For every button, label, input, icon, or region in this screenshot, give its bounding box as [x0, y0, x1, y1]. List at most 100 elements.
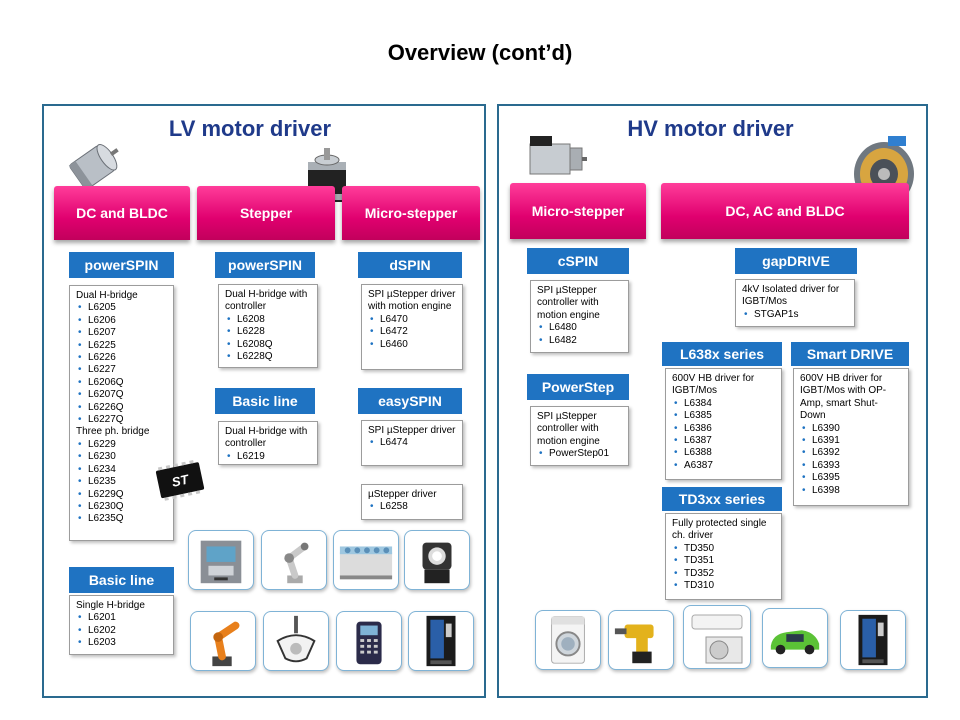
list-item: L6258 — [368, 501, 456, 514]
powerspin-dc-box: Dual H-bridge L6205 L6206 L6207 L6225 L6… — [69, 285, 174, 541]
easyspin-header: easySPIN — [358, 388, 462, 414]
power-drill-image — [608, 610, 674, 670]
list-item: TD351 — [672, 555, 775, 568]
washing-machine-image — [535, 610, 601, 670]
cspin-heading: SPI µStepper controller with motion engi… — [537, 285, 600, 321]
stage-light-image — [404, 530, 470, 590]
basic-line-stepper-box: Dual H-bridge with controller L6219 — [218, 421, 318, 465]
vending-machine-hv-image — [840, 610, 906, 670]
easyspin-heading: SPI µStepper driver — [368, 425, 456, 436]
cspin-box: SPI µStepper controller with motion engi… — [530, 280, 629, 353]
list-item: L6391 — [800, 435, 902, 448]
powerspin-stepper-list: L6208 L6228 L6208Q L6228Q — [225, 314, 311, 364]
tab-micro-stepper[interactable]: Micro-stepper — [342, 186, 480, 240]
dc-motor-image — [62, 138, 124, 196]
tab-hv-micro-stepper[interactable]: Micro-stepper — [510, 183, 646, 239]
st-chip-image: ST — [148, 458, 214, 502]
list-item: L6205 — [76, 302, 167, 315]
vending-machine-image — [408, 611, 474, 671]
list-item: L6201 — [76, 612, 167, 625]
l638x-heading: 600V HB driver for IGBT/Mos — [672, 373, 755, 397]
powerspin-dc-list: L6205 L6206 L6207 L6225 L6226 L6227 L620… — [76, 302, 167, 426]
payment-terminal-image — [336, 611, 402, 671]
tab-stepper[interactable]: Stepper — [197, 186, 335, 240]
td3xx-list: TD350 TD351 TD352 TD310 — [672, 543, 775, 593]
dspin-box: SPI µStepper driver with motion engine L… — [361, 284, 463, 370]
list-item: L6482 — [537, 335, 622, 348]
list-item: L6480 — [537, 322, 622, 335]
list-item: L6235Q — [76, 513, 167, 526]
dspin-header: dSPIN — [358, 252, 462, 278]
list-item: TD350 — [672, 543, 775, 556]
powerspin-dc-list-2: L6229 L6230 L6234 L6235 L6229Q L6230Q L6… — [76, 439, 167, 526]
list-item: L6230Q — [76, 501, 167, 514]
l638x-header: L638x series — [662, 342, 782, 366]
page-title: Overview (cont’d) — [387, 40, 573, 65]
list-item: L6393 — [800, 460, 902, 473]
list-item: L6207 — [76, 327, 167, 340]
basic-line-stepper-list: L6219 — [225, 451, 311, 464]
easyspin-list: L6474 — [368, 437, 456, 450]
tab-dc-and-bldc[interactable]: DC and BLDC — [54, 186, 190, 240]
list-item: L6202 — [76, 625, 167, 638]
td3xx-header: TD3xx series — [662, 487, 782, 511]
cspin-header: cSPIN — [527, 248, 629, 274]
basic-line-dc-box: Single H-bridge L6201 L6202 L6203 — [69, 595, 174, 655]
list-item: STGAP1s — [742, 309, 848, 322]
list-item: L6395 — [800, 472, 902, 485]
list-item: L6226Q — [76, 402, 167, 415]
powerspin-stepper-heading: Dual H-bridge with controller — [225, 289, 308, 313]
ustepper-list: L6258 — [368, 501, 456, 514]
list-item: L6398 — [800, 485, 902, 498]
list-item: L6474 — [368, 437, 456, 450]
dspin-list: L6470 L6472 L6460 — [368, 314, 456, 352]
list-item: L6206 — [76, 315, 167, 328]
servo-motor-image — [524, 126, 588, 182]
list-item: L6208Q — [225, 339, 311, 352]
hv-panel-title: HV motor driver — [627, 116, 794, 141]
list-item: L6226 — [76, 352, 167, 365]
powerspin-dc-heading-2: Three ph. bridge — [76, 426, 150, 438]
list-item: L6472 — [368, 326, 456, 339]
basic-line-dc-heading: Single H-bridge — [76, 600, 145, 611]
list-item: L6388 — [672, 447, 775, 460]
list-item: L6460 — [368, 339, 456, 352]
basic-line-stepper-heading: Dual H-bridge with controller — [225, 426, 308, 450]
l638x-box: 600V HB driver for IGBT/Mos L6384 L6385 … — [665, 368, 782, 480]
list-item: L6207Q — [76, 389, 167, 402]
l638x-list: L6384 L6385 L6386 L6387 L6388 A6387 — [672, 398, 775, 473]
smart-drive-box: 600V HB driver for IGBT/Mos with OP-Amp,… — [793, 368, 909, 506]
air-conditioner-image — [683, 605, 751, 669]
powerspin-stepper-box: Dual H-bridge with controller L6208 L622… — [218, 284, 318, 368]
list-item: L6228 — [225, 326, 311, 339]
gapdrive-box: 4kV Isolated driver for IGBT/Mos STGAP1s — [735, 279, 855, 327]
industrial-robot-image — [190, 611, 256, 671]
list-item: L6229Q — [76, 489, 167, 502]
smart-drive-heading: 600V HB driver for IGBT/Mos with OP-Amp,… — [800, 373, 887, 422]
list-item: L6387 — [672, 435, 775, 448]
powerstep-box: SPI µStepper controller with motion engi… — [530, 406, 629, 466]
list-item: L6384 — [672, 398, 775, 411]
basic-line-dc-list: L6201 L6202 L6203 — [76, 612, 167, 650]
powerstep-heading: SPI µStepper controller with motion engi… — [537, 411, 600, 447]
td3xx-box: Fully protected single ch. driver TD350 … — [665, 513, 782, 600]
ustepper-box: µStepper driver L6258 — [361, 484, 463, 520]
list-item: L6227Q — [76, 414, 167, 427]
ustepper-heading: µStepper driver — [368, 489, 437, 500]
list-item: L6208 — [225, 314, 311, 327]
tab-dc-ac-and-bldc[interactable]: DC, AC and BLDC — [661, 183, 909, 239]
powerspin-stepper-header: powerSPIN — [215, 252, 315, 278]
list-item: L6225 — [76, 340, 167, 353]
list-item: TD352 — [672, 568, 775, 581]
dspin-heading: SPI µStepper driver with motion engine — [368, 289, 456, 313]
lv-panel-title: LV motor driver — [168, 116, 332, 141]
powerspin-dc-heading: Dual H-bridge — [76, 290, 138, 301]
list-item: L6234 — [76, 464, 167, 477]
powerspin-dc-header: powerSPIN — [69, 252, 174, 278]
td3xx-heading: Fully protected single ch. driver — [672, 518, 767, 542]
basic-line-stepper-header: Basic line — [215, 388, 315, 414]
list-item: L6227 — [76, 364, 167, 377]
list-item: A6387 — [672, 460, 775, 473]
gapdrive-header: gapDRIVE — [735, 248, 857, 274]
gapdrive-heading: 4kV Isolated driver for IGBT/Mos — [742, 284, 840, 308]
